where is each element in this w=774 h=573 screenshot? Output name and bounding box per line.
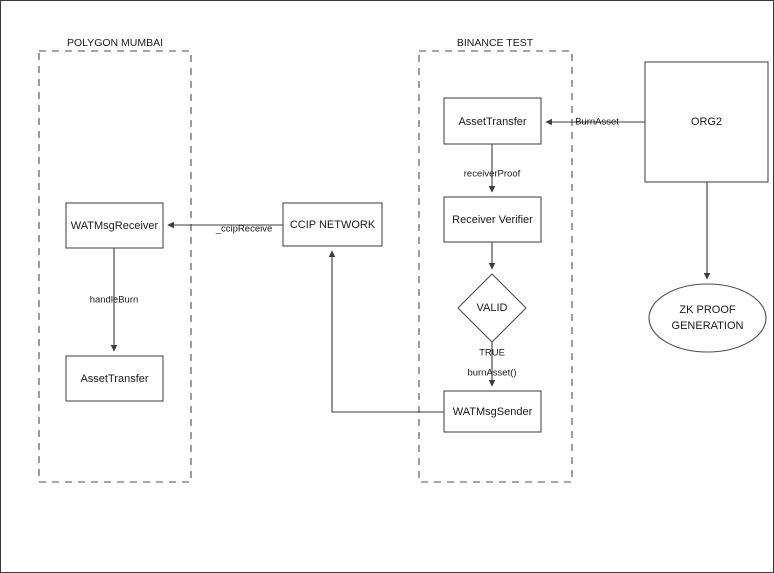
node-wat-msg-receiver[interactable]: WATMsgReceiver — [65, 202, 164, 249]
edge-handle-burn-label: handleBurn — [90, 295, 139, 306]
zone-polygon-mumbai-label: POLYGON MUMBAI — [67, 37, 163, 49]
node-receiver-verifier-box[interactable] — [443, 196, 542, 243]
node-org2[interactable]: ORG2 — [644, 61, 769, 183]
node-org2-box[interactable] — [644, 61, 769, 183]
node-zk-proof-generation-ellipse[interactable] — [648, 283, 767, 353]
node-receiver-verifier[interactable]: Receiver Verifier — [443, 196, 542, 243]
node-valid-decision[interactable]: VALID — [457, 273, 527, 343]
edges-layer: BurnAsset receiverProof TRUE burnAsset()… — [90, 117, 711, 413]
node-asset-transfer-polygon-label: AssetTransfer — [80, 373, 148, 385]
zone-polygon-mumbai-box — [38, 50, 192, 483]
zone-binance-test: BINANCE TEST — [418, 37, 573, 483]
node-asset-transfer-binance-label: AssetTransfer — [458, 116, 526, 128]
edge-sender-to-ccip-line — [328, 250, 444, 413]
node-ccip-network[interactable]: CCIP NETWORK — [282, 202, 383, 247]
edge-burn-asset-label: BurnAsset — [575, 117, 619, 128]
node-wat-msg-receiver-box[interactable] — [65, 202, 164, 249]
node-asset-transfer-binance-box[interactable] — [443, 97, 542, 145]
edge-ccip-receive-label: _ccipReceive — [215, 224, 273, 235]
node-ccip-network-box[interactable] — [282, 202, 383, 247]
node-asset-transfer-polygon-box[interactable] — [65, 355, 164, 402]
node-asset-transfer-polygon[interactable]: AssetTransfer — [65, 355, 164, 402]
node-ccip-network-label: CCIP NETWORK — [290, 219, 376, 231]
node-zk-proof-generation-label-line2: GENERATION — [672, 320, 744, 332]
edge-receiver-proof-label: receiverProof — [464, 169, 521, 180]
node-zk-proof-generation[interactable]: ZK PROOF GENERATION — [648, 283, 767, 353]
node-asset-transfer-binance[interactable]: AssetTransfer — [443, 97, 542, 145]
node-receiver-verifier-label: Receiver Verifier — [452, 214, 533, 226]
node-zk-proof-generation-label-line1: ZK PROOF — [679, 304, 736, 316]
zone-polygon-mumbai: POLYGON MUMBAI — [38, 37, 192, 483]
edge-valid-burnasset-label: burnAsset() — [467, 368, 516, 379]
node-wat-msg-sender-box[interactable] — [443, 390, 542, 433]
node-org2-label: ORG2 — [691, 116, 722, 128]
node-valid-decision-diamond[interactable] — [457, 273, 527, 343]
node-wat-msg-receiver-label: WATMsgReceiver — [71, 220, 159, 232]
zone-binance-test-box — [418, 50, 573, 483]
edge-valid-true-label: TRUE — [479, 348, 505, 359]
node-wat-msg-sender[interactable]: WATMsgSender — [443, 390, 542, 433]
zone-binance-test-label: BINANCE TEST — [457, 37, 534, 49]
node-wat-msg-sender-label: WATMsgSender — [453, 406, 533, 418]
node-valid-decision-label: VALID — [477, 302, 508, 314]
